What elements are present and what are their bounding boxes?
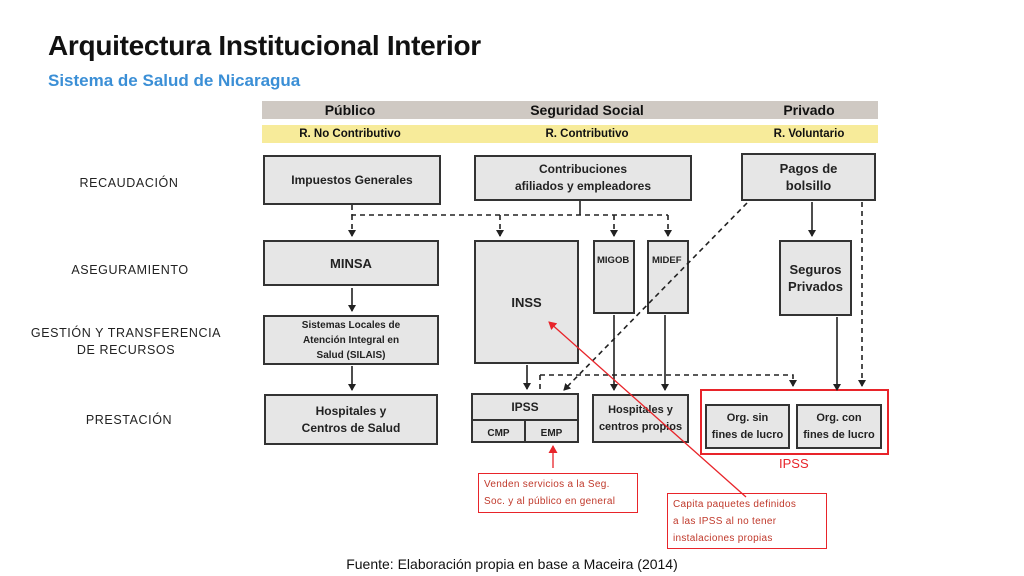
- org-sin-fines-box: Org. sin fines de lucro: [705, 404, 790, 449]
- hosp-propios-label-1: Hospitales y: [608, 403, 673, 416]
- contribuciones-label-2: afiliados y empleadores: [514, 179, 652, 193]
- migob-label: MIGOB: [597, 255, 630, 266]
- note-capita-line3: instalaciones propias: [673, 533, 773, 544]
- sector-publico: Público: [324, 102, 376, 118]
- arrow-bolsillo-ipss: [563, 202, 748, 391]
- pagos-label-1: Pagos de: [779, 161, 838, 176]
- silais-label-1: Sistemas Locales de: [301, 319, 401, 331]
- ipss-private-group: [700, 389, 889, 455]
- org-con-label-1: Org. con: [816, 411, 862, 424]
- regime-voluntario: R. Voluntario: [773, 128, 845, 140]
- page-title: Arquitectura Institucional Interior: [48, 30, 481, 61]
- minsa-box: MINSA: [263, 240, 439, 286]
- regime-band: R. No Contributivo R. Contributivo R. Vo…: [262, 125, 878, 143]
- silais-label-2: Atención Integral en: [302, 334, 400, 346]
- emp-label: EMP: [540, 428, 563, 439]
- note-capita-line2: a las IPSS al no tener: [673, 516, 777, 527]
- inss-label: INSS: [511, 294, 542, 310]
- hospitales-propios-box: Hospitales y centros propios: [592, 394, 689, 443]
- hospitales-label-1: Hospitales y: [315, 403, 387, 418]
- hospitales-centros-salud-box: Hospitales y Centros de Salud: [264, 394, 438, 445]
- note-venden-servicios: Venden servicios a la Seg. Soc. y al púb…: [478, 473, 638, 513]
- row-label-gestion-line1: GESTIÓN Y TRANSFERENCIA: [30, 326, 222, 340]
- org-con-fines-box: Org. con fines de lucro: [796, 404, 882, 449]
- org-sin-label-1: Org. sin: [726, 411, 769, 424]
- contribuciones-label-1: Contribuciones: [538, 162, 627, 176]
- ipss-box: IPSS CMP EMP: [471, 393, 579, 443]
- midef-box: MIDEF: [647, 240, 689, 314]
- seguros-label-1: Seguros: [789, 262, 842, 277]
- pagos-label-2: bolsillo: [785, 178, 832, 193]
- contribuciones-box: Contribuciones afiliados y empleadores: [474, 155, 692, 201]
- arrow-ipss-private: [540, 374, 797, 387]
- seguros-label-2: Privados: [788, 279, 843, 294]
- pagos-de-bolsillo-box: Pagos de bolsillo: [741, 153, 876, 201]
- red-arrow-capita: [548, 321, 747, 498]
- ipss-split: [524, 419, 526, 441]
- sector-seguridad-social: Seguridad Social: [530, 102, 644, 118]
- silais-label-3: Salud (SILAIS): [316, 349, 386, 361]
- hosp-propios-label-2: centros propios: [598, 420, 683, 433]
- seguros-privados-box: Seguros Privados: [779, 240, 852, 316]
- impuestos-generales-box: Impuestos Generales: [263, 155, 441, 205]
- funding-dashed-line: [351, 205, 668, 216]
- row-label-aseguramiento: ASEGURAMIENTO: [71, 263, 189, 277]
- source-caption: Fuente: Elaboración propia en base a Mac…: [346, 556, 678, 572]
- inss-box: INSS: [474, 240, 579, 364]
- note-capita-paquetes: Capita paquetes definidos a las IPSS al …: [667, 493, 827, 549]
- sector-privado: Privado: [783, 102, 835, 118]
- regime-no-contributivo: R. No Contributivo: [299, 128, 401, 140]
- impuestos-generales-label: Impuestos Generales: [291, 172, 413, 187]
- minsa-label: MINSA: [330, 255, 372, 271]
- row-label-recaudacion: RECAUDACIÓN: [79, 176, 179, 190]
- ipss-group-label: IPSS: [779, 456, 809, 471]
- ipss-label: IPSS: [511, 400, 539, 414]
- note-venden-line1: Venden servicios a la Seg.: [484, 479, 610, 490]
- hospitales-label-2: Centros de Salud: [301, 420, 401, 435]
- migob-box: MIGOB: [593, 240, 635, 314]
- midef-label: MIDEF: [652, 255, 682, 266]
- org-sin-label-2: fines de lucro: [711, 428, 784, 441]
- sector-header-band: Público Seguridad Social Privado: [262, 101, 878, 119]
- row-label-gestion: GESTIÓN Y TRANSFERENCIA DE RECURSOS: [8, 325, 244, 359]
- silais-box: Sistemas Locales de Atención Integral en…: [263, 315, 439, 365]
- regime-contributivo: R. Contributivo: [545, 128, 629, 140]
- row-label-prestacion: PRESTACIÓN: [85, 413, 173, 427]
- row-label-gestion-line2: DE RECURSOS: [76, 343, 176, 357]
- note-venden-line2: Soc. y al público en general: [484, 496, 616, 507]
- cmp-label: CMP: [487, 428, 510, 439]
- org-con-label-2: fines de lucro: [803, 428, 875, 441]
- page-subtitle: Sistema de Salud de Nicaragua: [48, 71, 301, 90]
- note-capita-line1: Capita paquetes definidos: [673, 499, 797, 510]
